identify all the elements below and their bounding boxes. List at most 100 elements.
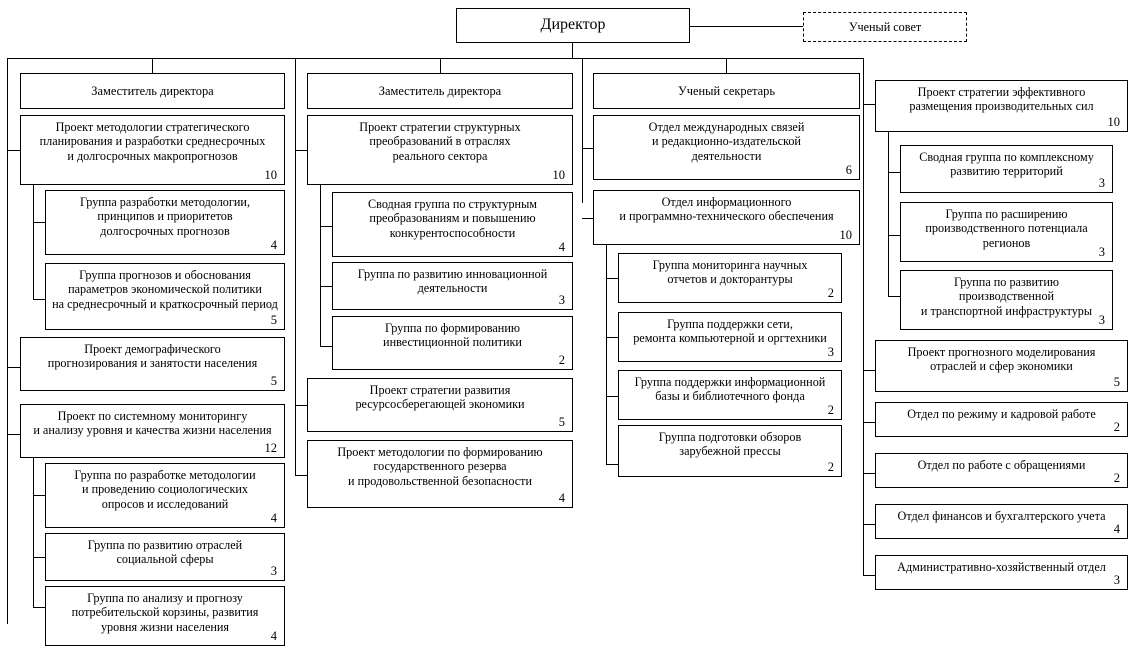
node-label: Проект методологии стратегического плани… <box>39 120 266 163</box>
node-label: Директор <box>540 16 606 34</box>
node-col3-1[interactable]: Отдел международных связей и редакционно… <box>593 115 860 180</box>
node-label: Заместитель директора <box>378 83 502 98</box>
node-col4-1-1[interactable]: Сводная группа по комплексному развитию … <box>900 145 1113 193</box>
node-count: 3 <box>1098 245 1105 260</box>
node-count: 4 <box>558 240 565 255</box>
node-col3-2-1[interactable]: Группа мониторинга научных отчетов и док… <box>618 253 842 303</box>
col4-branch-2 <box>863 370 875 372</box>
node-col3-2-3[interactable]: Группа поддержки информационной базы и б… <box>618 370 842 420</box>
node-label: Проект прогнозного моделирования отрасле… <box>907 345 1096 374</box>
node-col4-1[interactable]: Проект стратегии эффективного размещения… <box>875 80 1128 132</box>
node-count: 12 <box>264 441 278 456</box>
node-label: Проект стратегии развития ресурсосберега… <box>355 383 525 412</box>
node-count: 10 <box>552 168 566 183</box>
node-label: Сводная группа по комплексному развитию … <box>919 150 1094 179</box>
node-label: Ученый секретарь <box>678 83 775 98</box>
node-count: 10 <box>264 168 278 183</box>
col4-1-child-1-link <box>888 172 900 174</box>
node-col1-3[interactable]: Проект по системному мониторингу и анали… <box>20 404 285 458</box>
col3-2-child-2-link <box>606 337 618 339</box>
col1-3-child-1-link <box>33 495 45 497</box>
node-col4-1-2[interactable]: Группа по расширению производственного п… <box>900 202 1113 262</box>
node-col3-2[interactable]: Отдел информационного и программно-техни… <box>593 190 860 245</box>
node-count: 2 <box>827 403 834 418</box>
node-count: 2 <box>1113 471 1120 486</box>
col3-2-substem <box>606 245 608 465</box>
col2-1-child-2-link <box>320 286 332 288</box>
node-label: Отдел по режиму и кадровой работе <box>907 407 1096 421</box>
node-col2-1-3[interactable]: Группа по формированию инвестиционной по… <box>332 316 573 370</box>
node-count: 3 <box>1098 313 1105 328</box>
node-count: 4 <box>270 629 277 644</box>
node-count: 3 <box>827 345 834 360</box>
col1-3-child-3-link <box>33 607 45 609</box>
node-col1-3-1[interactable]: Группа по разработке методологии и прове… <box>45 463 285 528</box>
node-col4-6[interactable]: Административно-хозяйственный отдел 3 <box>875 555 1128 590</box>
link-director-drop <box>572 43 574 58</box>
node-col2-1-2[interactable]: Группа по развитию инновационной деятель… <box>332 262 573 310</box>
node-label: Группа по анализу и прогнозу потребитель… <box>71 591 259 634</box>
node-count: 10 <box>839 228 853 243</box>
col1-3-child-2-link <box>33 557 45 559</box>
node-label: Сводная группа по структурным преобразов… <box>368 197 537 240</box>
node-col1-1-2[interactable]: Группа прогнозов и обоснования параметро… <box>45 263 285 330</box>
col3-branch-1 <box>582 148 593 150</box>
node-count: 3 <box>1098 176 1105 191</box>
col3-2-child-3-link <box>606 396 618 398</box>
bus-drop-col1 <box>152 58 154 73</box>
node-col1-3-2[interactable]: Группа по развитию отраслей социальной с… <box>45 533 285 581</box>
node-col4-2[interactable]: Проект прогнозного моделирования отрасле… <box>875 340 1128 392</box>
node-director[interactable]: Директор <box>456 8 690 43</box>
node-count: 4 <box>270 511 277 526</box>
col1-3-substem <box>33 458 35 608</box>
node-label: Группа по развитию отраслей социальной с… <box>87 538 243 567</box>
node-col2-2[interactable]: Проект стратегии развития ресурсосберега… <box>307 378 573 432</box>
node-col1-2[interactable]: Проект демографического прогнозирования … <box>20 337 285 391</box>
node-count: 4 <box>270 238 277 253</box>
col3-2-child-1-link <box>606 278 618 280</box>
node-col2-header[interactable]: Заместитель директора <box>307 73 573 109</box>
node-count: 4 <box>558 491 565 506</box>
node-label: Группа поддержки сети, ремонта компьютер… <box>633 317 827 346</box>
bus-drop-col3 <box>726 58 728 73</box>
col2-1-substem <box>320 185 322 347</box>
col4-spine <box>863 58 865 576</box>
node-col3-header[interactable]: Ученый секретарь <box>593 73 860 109</box>
node-col4-3[interactable]: Отдел по режиму и кадровой работе 2 <box>875 402 1128 437</box>
node-label: Заместитель директора <box>91 83 214 98</box>
node-count: 5 <box>270 313 277 328</box>
col1-1-child-2-link <box>33 299 45 301</box>
node-col2-3[interactable]: Проект методологии по формированию госуд… <box>307 440 573 508</box>
col1-branch-3 <box>7 434 20 436</box>
col4-branch-6 <box>863 575 875 577</box>
node-label: Группа подготовки обзоров зарубежной пре… <box>658 430 802 459</box>
node-label: Проект по системному мониторингу и анали… <box>33 409 272 438</box>
col1-1-child-1-link <box>33 222 45 224</box>
col3-2-child-4-link <box>606 464 618 466</box>
node-col1-3-3[interactable]: Группа по анализу и прогнозу потребитель… <box>45 586 285 646</box>
col1-1-substem <box>33 185 35 300</box>
node-count: 3 <box>558 293 565 308</box>
node-count: 2 <box>827 286 834 301</box>
node-label: Группа мониторинга научных отчетов и док… <box>652 258 808 287</box>
node-col1-1-1[interactable]: Группа разработки методологии, принципов… <box>45 190 285 255</box>
node-col4-4[interactable]: Отдел по работе с обращениями 2 <box>875 453 1128 488</box>
col3-branch-2 <box>582 218 593 220</box>
node-count: 4 <box>1113 522 1120 537</box>
node-col2-1[interactable]: Проект стратегии структурных преобразова… <box>307 115 573 185</box>
node-col1-1[interactable]: Проект методологии стратегического плани… <box>20 115 285 185</box>
node-label: Отдел международных связей и редакционно… <box>648 120 805 163</box>
node-count: 5 <box>1113 375 1120 390</box>
node-col3-2-2[interactable]: Группа поддержки сети, ремонта компьютер… <box>618 312 842 362</box>
col2-spine <box>295 58 297 476</box>
node-count: 2 <box>1113 420 1120 435</box>
node-col4-1-3[interactable]: Группа по развитию производственной и тр… <box>900 270 1113 330</box>
col2-1-child-3-link <box>320 346 332 348</box>
node-col4-5[interactable]: Отдел финансов и бухгалтерского учета 4 <box>875 504 1128 539</box>
node-academic-council[interactable]: Ученый совет <box>803 12 967 42</box>
node-col1-header[interactable]: Заместитель директора <box>20 73 285 109</box>
node-col3-2-4[interactable]: Группа подготовки обзоров зарубежной пре… <box>618 425 842 477</box>
node-label: Проект стратегии эффективного размещения… <box>909 85 1094 114</box>
node-col2-1-1[interactable]: Сводная группа по структурным преобразов… <box>332 192 573 257</box>
